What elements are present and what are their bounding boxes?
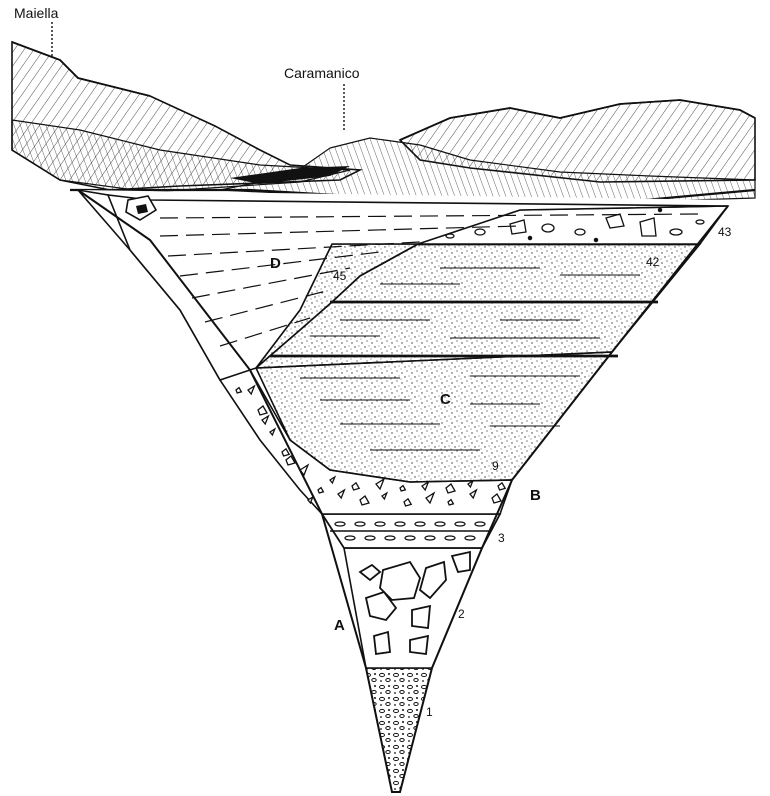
layer-label-42: 42 [646,255,660,269]
unit-label-b: B [530,487,541,504]
section-triangle [78,190,730,795]
label-caramanico: Caramanico [284,65,360,81]
layer-label-3: 3 [498,531,505,545]
layer-label-2: 2 [458,607,465,621]
layer-label-1: 1 [426,705,433,719]
unit-label-a: A [334,617,345,634]
unit-label-c: C [440,391,451,408]
landscape [12,42,755,204]
layer-label-45: 45 [333,269,347,283]
label-maiella: Maiella [14,5,59,21]
layer-label-43: 43 [718,225,732,239]
layer-label-9: 9 [492,459,499,473]
unit-label-d: D [270,255,281,272]
